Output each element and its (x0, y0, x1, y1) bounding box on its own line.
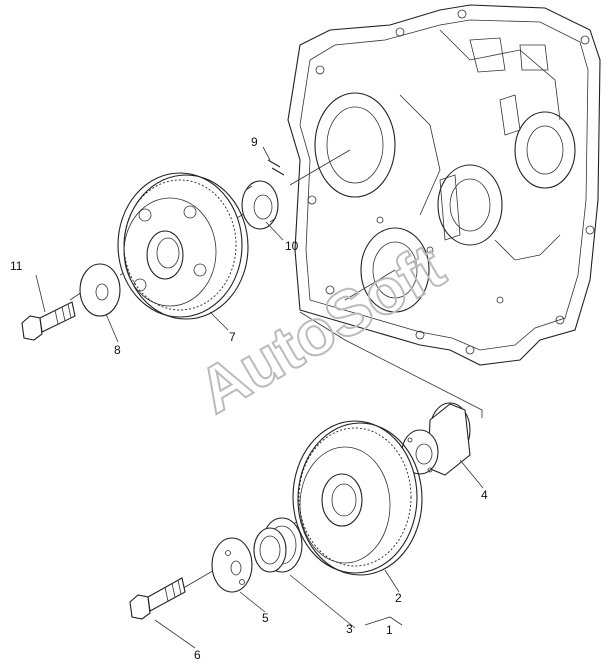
leader-lines (35, 146, 484, 649)
callout-8: 8 (114, 343, 121, 357)
callout-10: 10 (285, 239, 299, 253)
dowel-pins (267, 159, 285, 176)
idler-gear-lower (292, 420, 423, 576)
callout-4: 4 (481, 488, 488, 502)
bolt-upper (21, 301, 76, 341)
callout-3: 3 (346, 622, 353, 636)
callout-1: 1 (386, 623, 393, 637)
idler-gear-upper (117, 172, 249, 320)
washer-upper (79, 263, 121, 317)
callout-9: 9 (251, 135, 258, 149)
callout-11: 11 (10, 259, 23, 273)
gear-case-housing (287, 4, 601, 366)
thrust-plate (241, 180, 279, 230)
callout-2: 2 (395, 591, 402, 605)
callout-5: 5 (262, 611, 269, 625)
callout-labels: 1 2 3 4 5 6 7 8 9 10 11 (10, 135, 488, 662)
washer-lower (211, 537, 253, 593)
idler-shaft (401, 402, 471, 476)
bushing-ring (253, 517, 303, 573)
callout-6: 6 (194, 648, 201, 662)
callout-7: 7 (229, 330, 236, 344)
bolt-lower (129, 577, 186, 620)
